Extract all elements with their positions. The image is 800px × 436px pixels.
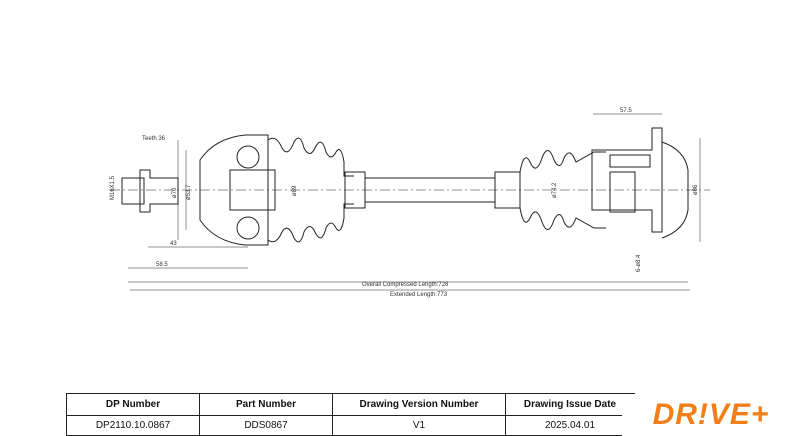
dp-number: DP2110.10.0867: [66, 415, 200, 436]
l575-label: 57.5: [620, 108, 632, 114]
driveshaft-drawing: Teeth 36 M16X1.5 ø70 ø53.7 ø89 43 58.5 5…: [110, 108, 710, 298]
d742-label: ø74.2: [552, 182, 558, 198]
title-block: DP Number Part Number Drawing Version Nu…: [66, 393, 800, 436]
d89-label: ø89: [292, 185, 298, 196]
header-issue-date: Drawing Issue Date: [505, 393, 635, 416]
d537-label: ø53.7: [186, 184, 192, 200]
holes-label: 6-ø8.4: [636, 254, 642, 272]
teeth-label: Teeth 36: [142, 136, 166, 142]
l585-label: 58.5: [156, 262, 168, 268]
header-dp-number: DP Number: [66, 393, 200, 416]
extended-length: Extended Length:773: [390, 292, 448, 298]
brand-logo: DR!VE+: [622, 394, 800, 436]
version: V1: [332, 415, 506, 436]
header-version: Drawing Version Number: [332, 393, 506, 416]
l43-label: 43: [170, 241, 177, 247]
issue-date: 2025.04.01: [505, 415, 635, 436]
header-part-number: Part Number: [199, 393, 333, 416]
part-number: DDS0867: [199, 415, 333, 436]
d70-label: ø70: [172, 187, 178, 198]
d86-label: ø86: [693, 184, 699, 195]
compressed-length: Overall Compressed Length:728: [362, 282, 449, 288]
thread-label: M16X1.5: [110, 175, 116, 200]
